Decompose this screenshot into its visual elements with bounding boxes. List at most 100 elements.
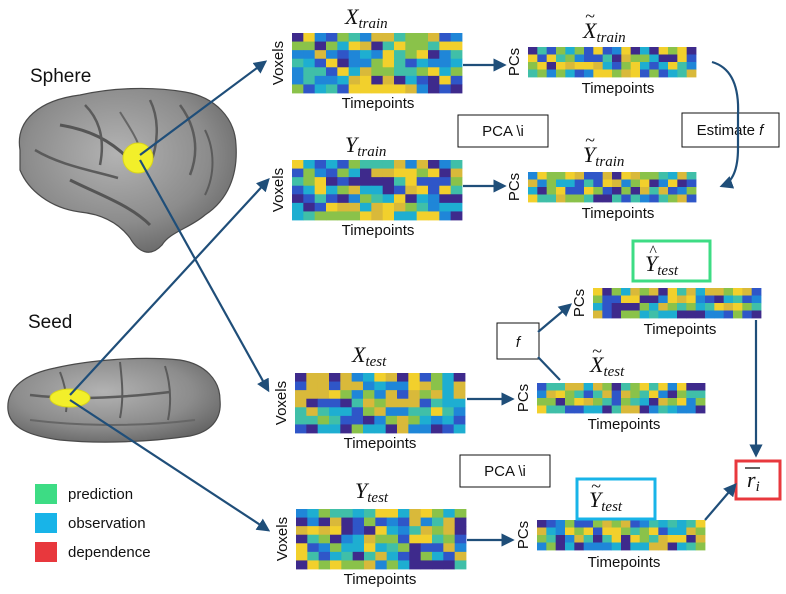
matrix-cell <box>292 50 304 60</box>
matrix-cell <box>375 551 388 561</box>
matrix-cell <box>371 58 384 68</box>
matrix-cell <box>565 527 575 536</box>
matrix-cell <box>314 84 327 94</box>
matrix-cell <box>296 534 308 544</box>
matrix-cell <box>695 542 706 551</box>
matrix-cell <box>593 295 603 304</box>
matrix-cell <box>658 542 669 551</box>
matrix-cell <box>574 405 585 414</box>
arrow-xtest-to-f <box>537 356 561 381</box>
matrix-cell <box>439 185 452 195</box>
matrix-cell <box>318 551 331 561</box>
matrix-cell <box>431 390 443 400</box>
matrix-cell <box>686 520 697 528</box>
matrix-cell <box>382 160 395 169</box>
matrix-cell <box>307 534 320 544</box>
matrix-cell <box>677 527 687 536</box>
matrix-cell <box>385 415 398 425</box>
matrix-cell <box>546 405 557 414</box>
matrix-cell <box>528 69 538 78</box>
matrix-cell <box>450 33 463 42</box>
matrix-cell <box>658 54 669 63</box>
matrix-cell <box>432 560 444 570</box>
matrix-cell <box>658 62 669 70</box>
matrix-cell <box>450 185 463 195</box>
matrix-cell <box>398 543 410 553</box>
matrix-cell <box>352 543 365 553</box>
matrix-cell <box>292 160 304 169</box>
matrix-cell <box>584 47 594 55</box>
matrix-cell <box>621 288 631 296</box>
matrix-cell <box>537 62 548 70</box>
matrix-cell <box>556 194 566 203</box>
matrix-cell <box>394 50 406 60</box>
matrix-cell <box>611 303 622 311</box>
matrix-cell <box>584 187 594 195</box>
matrix-cell <box>329 381 341 391</box>
matrix-cell <box>292 84 304 94</box>
matrix-cell <box>371 211 384 221</box>
matrix-cell <box>649 542 659 551</box>
matrix-cell <box>450 202 463 212</box>
matrix-y-label: PCs <box>506 173 523 201</box>
matrix-cell <box>583 398 594 406</box>
matrix-cell <box>621 535 631 543</box>
matrix-cell <box>374 390 387 400</box>
matrix-cell <box>714 303 725 311</box>
matrix-cell <box>405 75 418 85</box>
matrix-cell <box>428 177 440 187</box>
matrix-cell <box>602 398 613 406</box>
matrix-cell <box>556 179 566 188</box>
matrix-cell <box>630 47 641 55</box>
matrix-cell <box>677 398 687 406</box>
matrix-cell <box>695 527 706 536</box>
matrix-cell <box>360 185 372 195</box>
matrix-cell <box>405 177 418 187</box>
matrix-cell <box>649 383 659 391</box>
matrix-cell <box>574 47 585 55</box>
matrix-cell <box>611 398 622 406</box>
matrix-cell <box>639 405 650 414</box>
matrix-cell <box>454 509 467 518</box>
matrix-cell <box>337 168 350 178</box>
matrix-cell <box>667 383 678 391</box>
matrix-cell <box>686 398 697 406</box>
matrix-cell <box>419 424 432 434</box>
matrix-cell <box>546 390 557 399</box>
matrix-cell <box>409 526 422 536</box>
matrix-cell <box>351 381 364 391</box>
matrix-cell <box>565 398 575 406</box>
matrix-cell <box>329 424 341 434</box>
matrix-cell <box>405 84 418 94</box>
matrix-cell <box>742 288 753 296</box>
matrix-cell <box>546 187 557 195</box>
matrix-cell <box>686 62 697 70</box>
matrix-cell <box>677 520 687 528</box>
matrix-cell <box>416 84 429 94</box>
matrix-cell <box>686 194 697 203</box>
matrix-cell <box>611 383 622 391</box>
matrix-cell <box>348 160 361 169</box>
matrix-cell <box>351 407 364 417</box>
matrix-cell <box>363 373 375 382</box>
matrix-cell <box>326 67 338 77</box>
matrix-cell <box>439 41 452 51</box>
matrix-cell <box>341 509 354 518</box>
matrix-cell <box>340 407 353 417</box>
matrix-cell <box>658 295 669 304</box>
matrix-cell <box>375 526 388 536</box>
matrix-cell <box>677 172 688 180</box>
matrix-cell <box>602 390 613 399</box>
matrix-cell <box>612 69 622 78</box>
matrix-cell <box>528 54 538 63</box>
matrix-cell <box>416 41 429 51</box>
matrix-cell <box>337 202 350 212</box>
matrix-cell <box>537 535 547 543</box>
matrix-cell <box>537 47 548 55</box>
matrix-cell <box>337 160 350 169</box>
matrix-cell <box>360 75 372 85</box>
matrix-cell <box>450 58 463 68</box>
matrix-cell <box>374 398 387 408</box>
matrix-cell <box>667 535 678 543</box>
